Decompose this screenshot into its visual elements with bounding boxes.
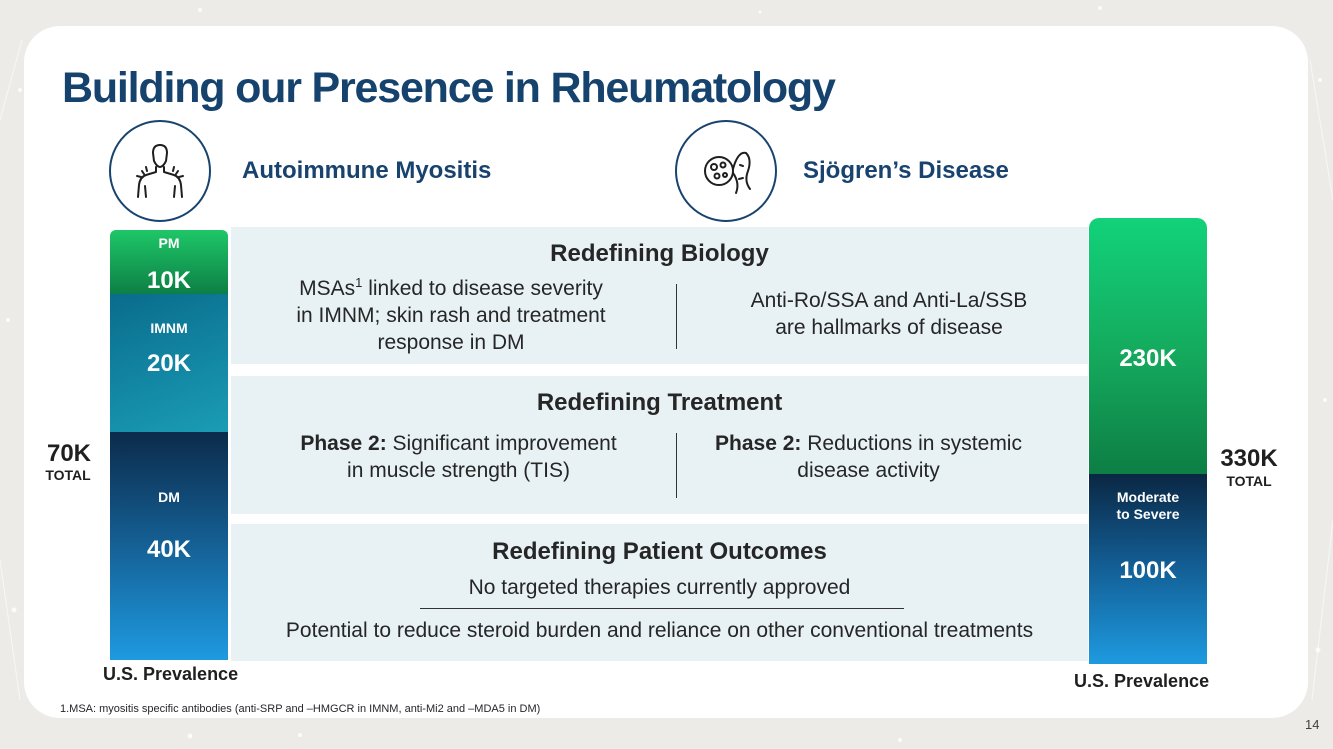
biology-left-superscript: 1 (355, 275, 363, 290)
outcomes-divider (420, 608, 904, 609)
salivary-gland-icon (675, 120, 777, 222)
page-title: Building our Presence in Rheumatology (62, 64, 836, 112)
imnm-value: 20K (146, 350, 192, 377)
outcomes-line2: Potential to reduce steroid burden and r… (285, 619, 1034, 642)
imnm-segment: IMNM 20K (110, 294, 228, 432)
moderate-severe-label: Moderate to Severe (1089, 489, 1207, 523)
outcomes-line1: No targeted therapies currently approved (468, 576, 851, 599)
sjogrens-general-segment: 230K (1089, 218, 1207, 474)
treatment-left-line1: Significant improvement (386, 432, 617, 455)
sjogrens-general-value: 230K (1119, 345, 1177, 372)
biology-left-msas: MSAs (299, 277, 356, 300)
biology-right-line1: Anti-Ro/SSA and Anti-La/SSB (750, 289, 1028, 312)
biology-left-text: MSAs1 linked to disease severity in IMNM… (251, 269, 651, 356)
footnote: 1.MSA: myositis specific antibodies (ant… (60, 703, 541, 715)
imnm-label: IMNM (150, 320, 188, 336)
treatment-divider (676, 433, 677, 498)
moderate-severe-value: 100K (1119, 557, 1177, 584)
outcomes-panel: Redefining Patient Outcomes No targeted … (231, 524, 1088, 661)
treatment-right-line1: Reductions in systemic (801, 432, 1022, 455)
moderate-severe-label-line2: to Severe (1116, 506, 1180, 522)
sjogrens-prevalence-caption: U.S. Prevalence (1074, 671, 1210, 691)
treatment-panel: Redefining Treatment Phase 2: Significan… (231, 376, 1088, 514)
treatment-right-text: Phase 2: Reductions in systemic disease … (686, 430, 1051, 484)
biology-divider (676, 284, 677, 349)
sjogrens-heading: Sjögren’s Disease (803, 157, 1009, 184)
biology-right-text: Anti-Ro/SSA and Anti-La/SSB are hallmark… (701, 287, 1077, 341)
outcomes-heading: Redefining Patient Outcomes (492, 538, 827, 565)
myositis-heading: Autoimmune Myositis (242, 157, 492, 184)
biology-left-line1: linked to disease severity (362, 277, 603, 300)
myositis-person-icon (109, 120, 211, 222)
sjogrens-total-label: TOTAL (1226, 473, 1272, 489)
moderate-severe-label-line1: Moderate (1116, 489, 1180, 505)
myositis-total-value: 70K (46, 440, 92, 467)
biology-left-line2: in IMNM; skin rash and treatment (296, 304, 606, 327)
biology-panel: Redefining Biology MSAs1 linked to disea… (231, 227, 1088, 364)
dm-segment: DM 40K (110, 432, 228, 660)
treatment-left-phase: Phase 2: (300, 432, 387, 455)
pm-value: 10K (146, 267, 192, 294)
biology-heading: Redefining Biology (550, 240, 769, 267)
pm-label: PM (158, 235, 180, 251)
sjogrens-prevalence-bar: 230K Moderate to Severe 100K (1089, 218, 1207, 664)
treatment-left-line2: in muscle strength (TIS) (347, 459, 570, 482)
treatment-left-text: Phase 2: Significant improvement in musc… (251, 430, 666, 484)
sjogrens-total-value: 330K (1220, 445, 1278, 472)
biology-left-line3: response in DM (377, 331, 525, 354)
dm-value: 40K (146, 536, 192, 563)
myositis-prevalence-caption: U.S. Prevalence (103, 664, 239, 684)
biology-right-line2: are hallmarks of disease (775, 316, 1003, 339)
pm-segment: PM 10K (110, 230, 228, 294)
myositis-total-label: TOTAL (45, 467, 91, 483)
treatment-right-line2: disease activity (797, 459, 940, 482)
treatment-heading: Redefining Treatment (536, 389, 783, 416)
treatment-right-phase: Phase 2: (715, 432, 802, 455)
myositis-prevalence-bar: PM 10K IMNM 20K DM 40K (110, 230, 228, 660)
page-number: 14 (1305, 717, 1320, 732)
dm-label: DM (158, 489, 180, 505)
moderate-severe-segment: Moderate to Severe 100K (1089, 474, 1207, 664)
